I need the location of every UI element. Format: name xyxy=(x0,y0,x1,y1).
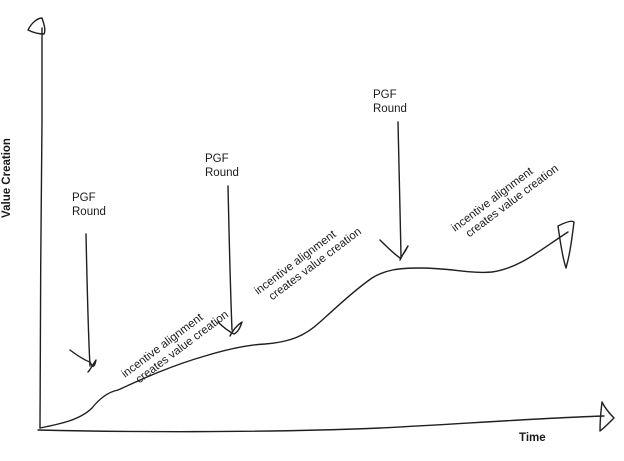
value-curve xyxy=(39,231,569,429)
pgf-round-1-arrowhead xyxy=(69,349,97,373)
pgf-round-2-arrowhead xyxy=(217,321,243,337)
annotation-1-line2: creates value creation xyxy=(134,309,231,386)
y-axis-line xyxy=(39,27,43,429)
pgf-round-2-arrow xyxy=(227,185,233,331)
y-axis-arrowhead xyxy=(27,17,46,35)
pgf-round-1-label-line2: Round xyxy=(72,206,106,218)
annotation-3: incentive alignment creates value creati… xyxy=(450,163,561,240)
annotation-2: incentive alignment creates value creati… xyxy=(253,226,364,303)
pgf-round-1-arrow xyxy=(85,233,91,367)
pgf-round-1-label-line1: PGF xyxy=(72,192,96,204)
pgf-round-2-label-line1: PGF xyxy=(205,153,229,165)
x-axis-label: Time xyxy=(519,432,546,444)
annotation-2-line2: creates value creation xyxy=(267,226,364,303)
annotation-3-line2: creates value creation xyxy=(464,163,561,240)
value-curve-arrowhead xyxy=(557,220,575,269)
pgf-round-3-label-line2: Round xyxy=(373,103,407,115)
annotation-1: incentive alignment creates value creati… xyxy=(120,309,231,386)
x-axis-arrowhead xyxy=(599,401,615,432)
pgf-round-3-label-line1: PGF xyxy=(373,89,397,101)
y-axis-label: Value Creation xyxy=(1,138,13,218)
pgf-round-2-label-line2: Round xyxy=(205,167,239,179)
pgf-round-3-arrow xyxy=(397,121,402,257)
pgf-round-3-arrowhead xyxy=(379,239,409,261)
x-axis-line xyxy=(37,415,605,433)
